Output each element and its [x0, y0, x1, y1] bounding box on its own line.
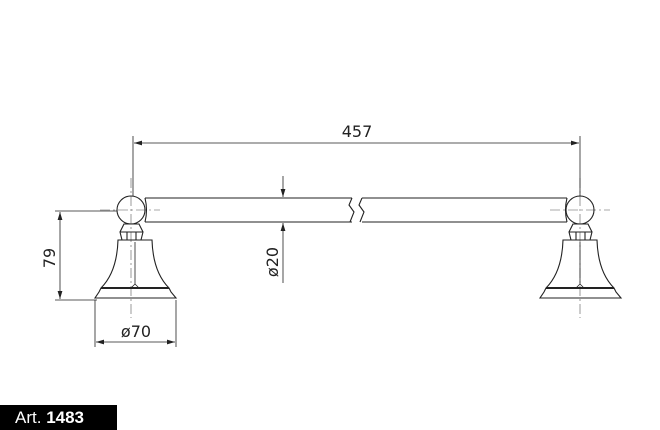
- article-number: 1483: [46, 408, 85, 427]
- article-prefix: Art.: [15, 408, 42, 427]
- bar-diameter-dimension: ø20: [263, 176, 286, 283]
- left-bracket: [93, 195, 178, 299]
- article-label: Art. 1483: [0, 405, 117, 430]
- towel-bar: [145, 197, 567, 223]
- height-value: 79: [40, 248, 59, 268]
- length-value: 457: [342, 122, 373, 141]
- length-dimension: 457: [132, 122, 581, 196]
- right-bracket: [538, 195, 623, 299]
- bar-diameter-value: ø20: [263, 247, 282, 277]
- base-diameter-value: ø70: [121, 322, 151, 341]
- height-dimension: 79: [40, 210, 117, 301]
- centerlines: [100, 178, 610, 318]
- base-diameter-dimension: ø70: [94, 300, 177, 347]
